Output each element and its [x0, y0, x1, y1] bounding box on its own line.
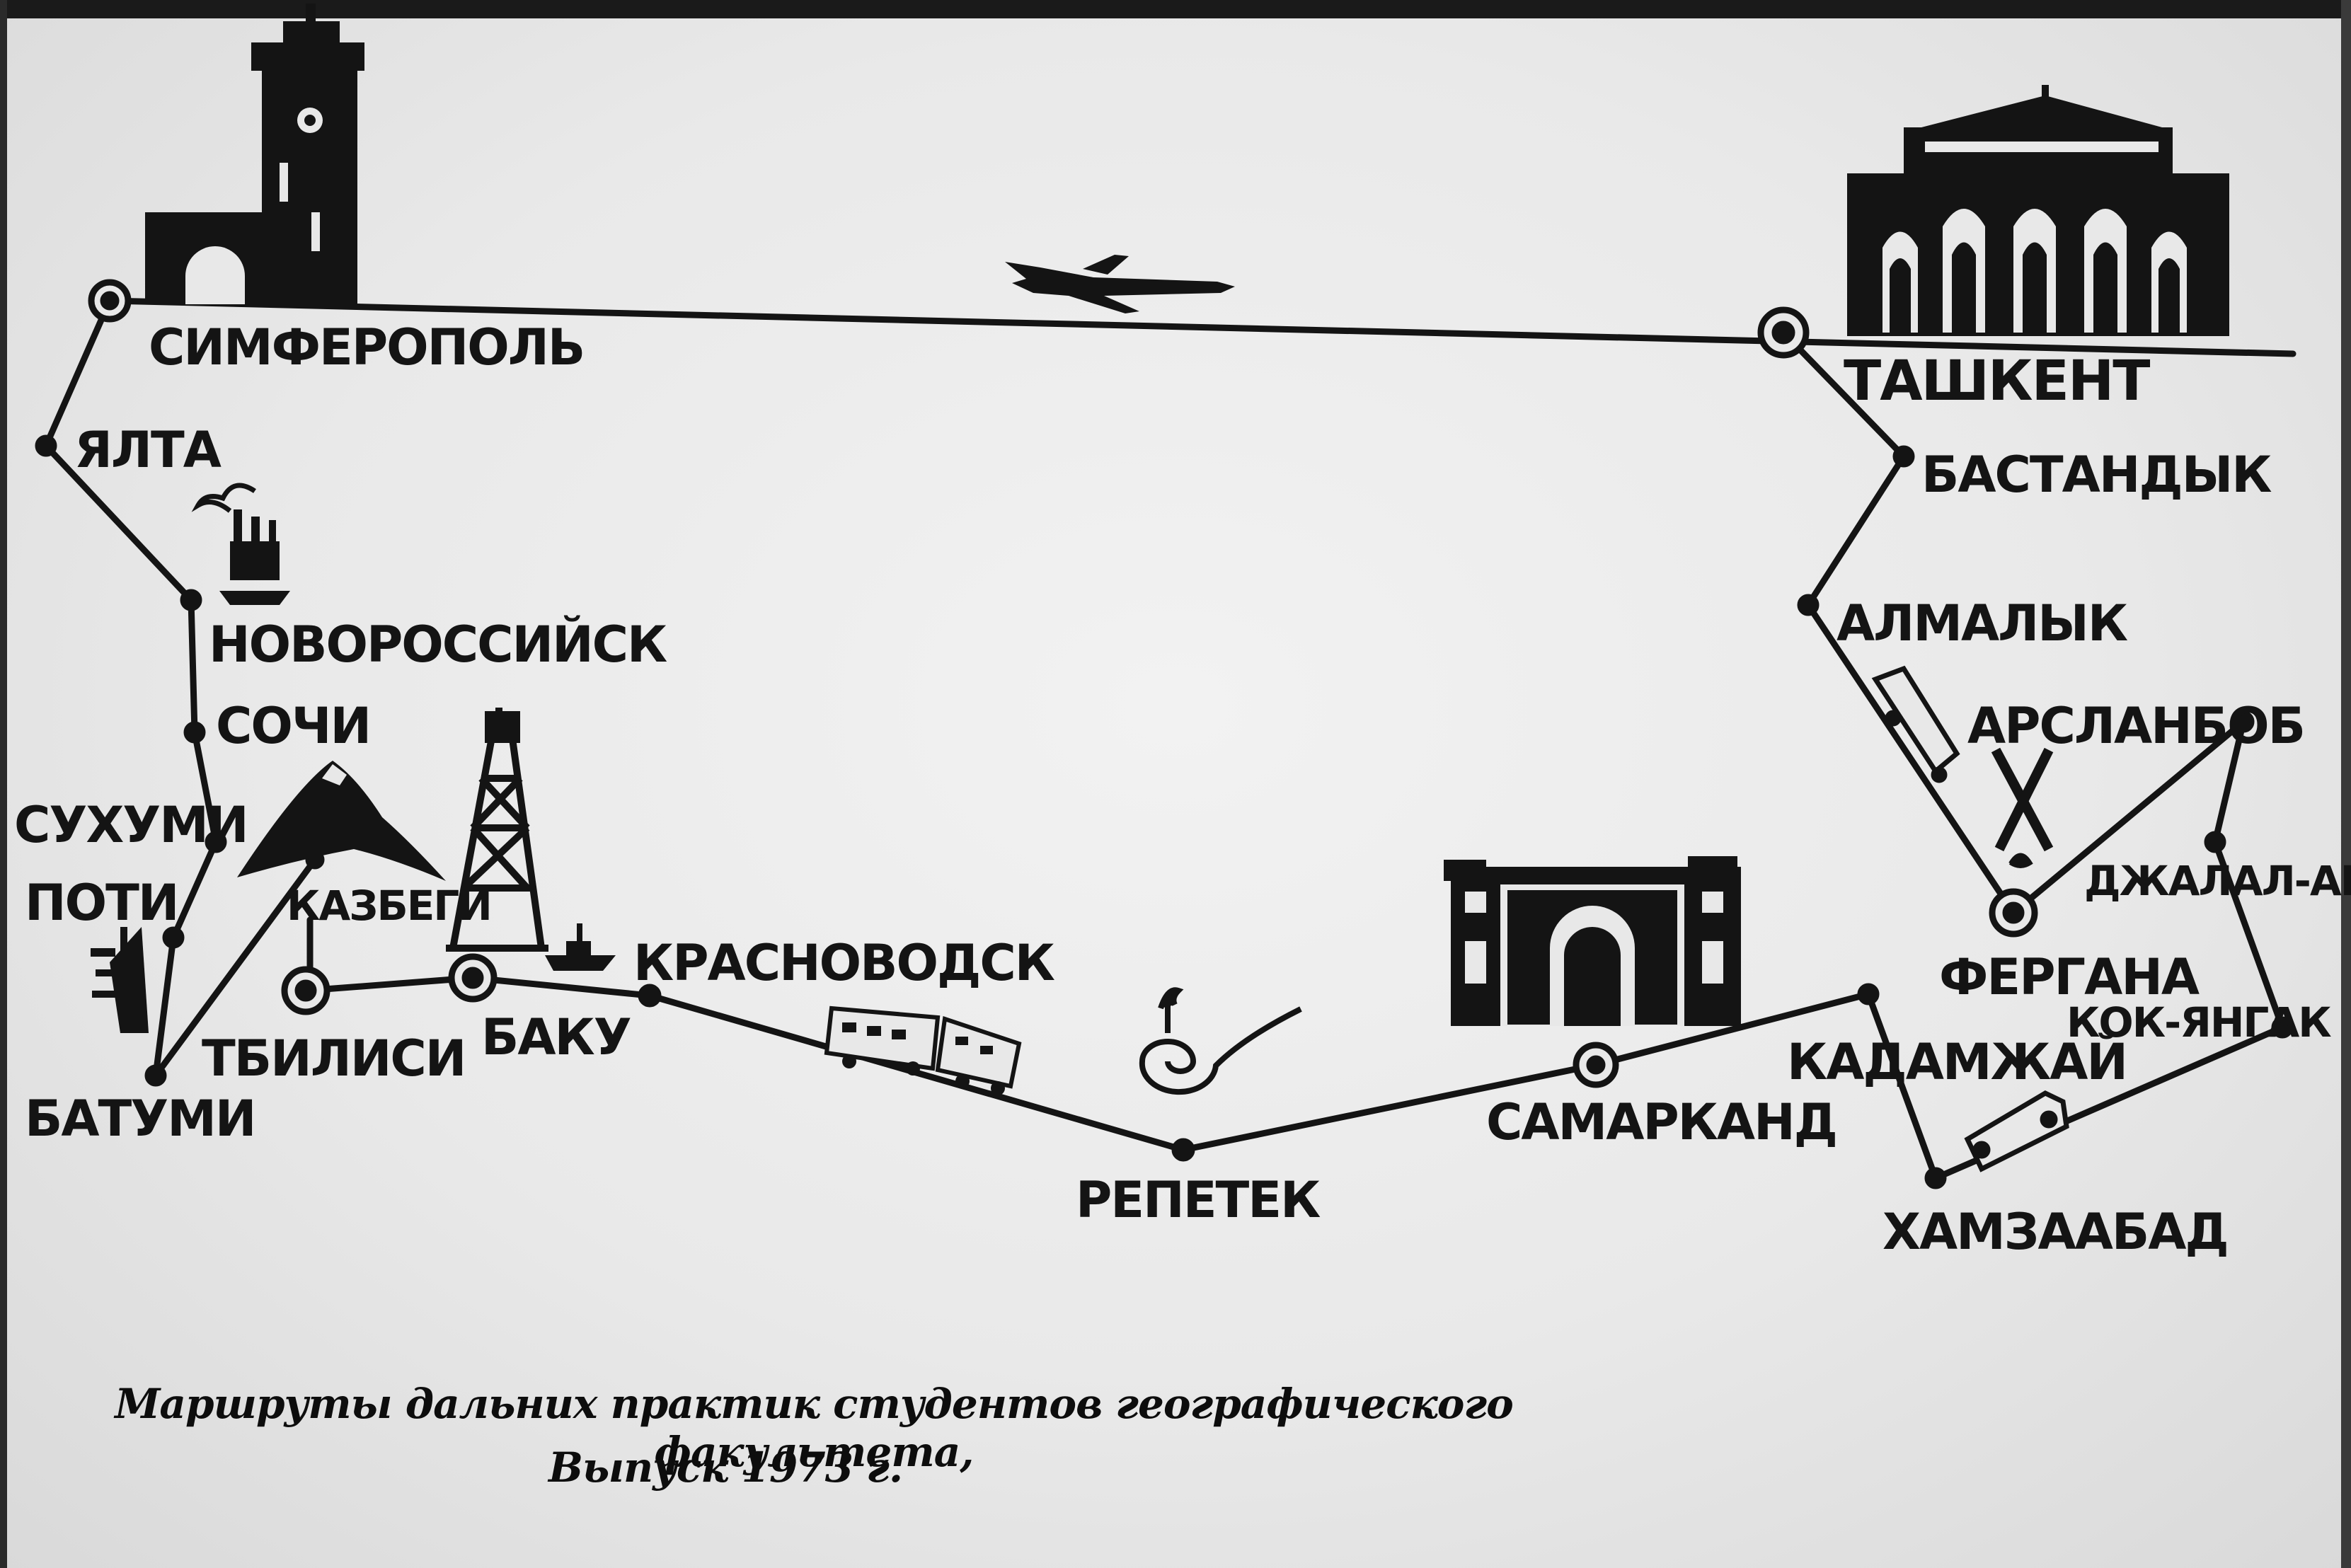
label-baku: БАКУ	[481, 1008, 631, 1066]
label-yalta: ЯЛТА	[74, 421, 222, 479]
label-sukhumi: СУХУМИ	[14, 796, 248, 854]
sukhumi-dot	[205, 831, 227, 853]
samarkand-marker	[1573, 1042, 1619, 1088]
kok-yangak-dot	[2271, 1016, 2294, 1039]
tashkent-marker	[1757, 306, 1810, 359]
batumi-dot	[144, 1064, 167, 1087]
repetek-dot	[1171, 1138, 1195, 1162]
label-novorossiysk: НОВОРОССИЙСК	[209, 616, 667, 674]
khamzaabad-dot	[1924, 1167, 1947, 1189]
city-markers	[35, 279, 2294, 1189]
novorossiysk-dot	[180, 589, 202, 611]
caption-title: Маршруты дальних практик студентов геогр…	[115, 1380, 1514, 1476]
label-bastandyk: БАСТАНДЫК	[1921, 446, 2272, 504]
almalyk-dot	[1797, 594, 1820, 616]
arslanbob-dot	[2232, 710, 2255, 733]
label-samarkand: САМАРКАНД	[1486, 1093, 1836, 1151]
fergana-marker	[1989, 888, 2038, 938]
krasnovodsk-dot	[638, 984, 662, 1008]
label-tbilisi: ТБИЛИСИ	[202, 1030, 465, 1088]
steamship-icon	[91, 927, 149, 1033]
caption-year: Выпуск 1973 г.	[548, 1443, 903, 1492]
label-tashkent: ТАШКЕНТ	[1844, 350, 2150, 413]
label-kazbegi: КАЗБЕГИ	[287, 882, 491, 930]
bastandyk-dot	[1892, 445, 1915, 468]
bus-icon	[1871, 665, 1960, 783]
city-labels: СИМФЕРОПОЛЬ ЯЛТА НОВОРОССИЙСК СОЧИ СУХУМ…	[14, 318, 2351, 1261]
poti-dot	[162, 926, 185, 949]
mosque-icon	[1847, 85, 2229, 336]
madrasa-gate-icon	[1444, 856, 1741, 1026]
oil-derrick-icon	[446, 708, 548, 952]
dzhalal-abad-dot	[2204, 831, 2226, 853]
flight-route-line	[106, 297, 2297, 357]
label-batumi: БАТУМИ	[25, 1090, 255, 1148]
minibus-icon	[1964, 1090, 2069, 1172]
photo-top-edge	[0, 0, 2351, 18]
factory-icon	[191, 483, 290, 605]
label-almalyk: АЛМАЛЫК	[1836, 594, 2128, 652]
label-poti: ПОТИ	[25, 874, 178, 932]
tbilisi-marker	[281, 966, 330, 1015]
label-kok-yangak: КОК-ЯНГАК	[2067, 998, 2331, 1047]
photo-right-edge	[2341, 0, 2351, 1568]
label-krasnovodsk: КРАСНОВОДСК	[633, 934, 1055, 992]
label-kadamzhai: КАДАМЖАЙ	[1787, 1033, 2127, 1091]
yalta-dot	[35, 434, 57, 457]
label-khamzaabad: ХАМЗААБАД	[1882, 1203, 2228, 1261]
simferopol-marker	[88, 279, 132, 323]
label-repetek: РЕПЕТЕК	[1076, 1171, 1321, 1229]
airplane-icon	[1005, 255, 1235, 313]
label-fergana: ФЕРГАНА	[1939, 948, 2200, 1006]
label-arslanbob: АРСЛАНБОБ	[1967, 697, 2304, 755]
label-dzhalal-abad: ДЖАЛАЛ-АБАД	[2084, 857, 2351, 905]
train-icon	[824, 1005, 1022, 1095]
label-sochi: СОЧИ	[216, 697, 370, 755]
sochi-dot	[183, 721, 206, 744]
baku-marker	[448, 953, 498, 1003]
kazbegi-batumi-line	[152, 856, 318, 1079]
photo-left-edge	[0, 0, 7, 1568]
clock-tower-icon	[145, 4, 364, 304]
kadamzhai-dot	[1857, 983, 1880, 1005]
mountain-icon	[237, 761, 446, 881]
label-simferopol: СИМФЕРОПОЛЬ	[149, 318, 584, 376]
spiral-dune-icon	[1139, 987, 1302, 1095]
crossed-tools-icon	[1991, 747, 2054, 868]
ship-icon	[545, 923, 616, 971]
